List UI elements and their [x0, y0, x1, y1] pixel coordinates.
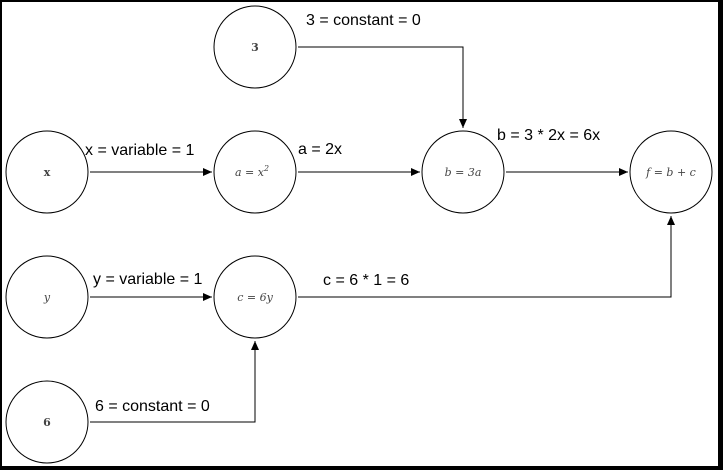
node-a: a = x2	[213, 130, 297, 214]
node-f-label: f = b + c	[645, 166, 696, 179]
node-f: f = b + c	[629, 130, 713, 214]
node-x-label: x	[44, 166, 51, 179]
edge-labels: 3 = constant = 0 x = variable = 1 a = 2x…	[85, 12, 600, 415]
node-a-label: a = x2	[235, 164, 269, 179]
node-c-label: c = 6y	[237, 291, 273, 304]
nodes: 3 x a = x2 b = 3a f = b + c y c = 6y	[5, 5, 713, 464]
diagram-canvas: 3 x a = x2 b = 3a f = b + c y c = 6y	[2, 2, 718, 466]
computational-graph: 3 x a = x2 b = 3a f = b + c y c = 6y	[5, 5, 713, 464]
edge-label-y-to-c: y = variable = 1	[93, 271, 203, 288]
edge-label-x-to-a: x = variable = 1	[85, 142, 195, 159]
edge-label-b-to-f: b = 3 * 2x = 6x	[497, 127, 600, 144]
node-y: y	[5, 255, 89, 339]
node-b-label: b = 3a	[445, 166, 482, 179]
node-b: b = 3a	[421, 130, 505, 214]
edge-c-to-f	[298, 216, 675, 298]
edge-three-to-b	[298, 46, 467, 128]
edge-label-c-to-f: c = 6 * 1 = 6	[323, 272, 409, 289]
edge-label-six-to-c: 6 = constant = 0	[95, 398, 210, 415]
node-c: c = 6y	[213, 255, 297, 339]
node-six: 6	[5, 380, 89, 464]
node-x: x	[5, 130, 89, 214]
node-six-label: 6	[43, 416, 51, 429]
edge-label-a-to-b: a = 2x	[298, 141, 342, 158]
node-three: 3	[213, 5, 297, 89]
node-y-label: y	[43, 291, 51, 304]
edge-six-to-c	[90, 341, 259, 423]
node-three-label: 3	[251, 41, 259, 54]
edges	[90, 46, 675, 423]
edge-label-three-to-b: 3 = constant = 0	[306, 12, 421, 29]
